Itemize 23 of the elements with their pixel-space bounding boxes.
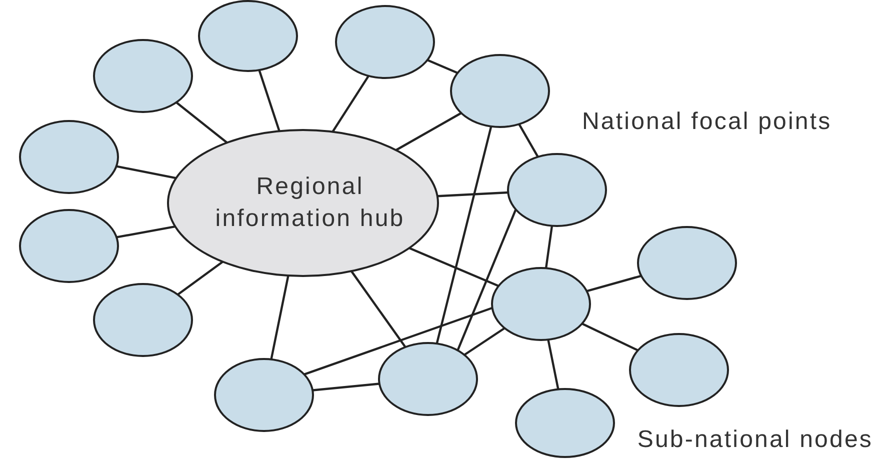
connector-line (304, 306, 492, 376)
connector-line (456, 209, 517, 351)
connector-line (586, 274, 642, 292)
connector-line (177, 260, 224, 296)
connector-line (427, 59, 458, 74)
connector-line (582, 322, 638, 352)
group-label: National focal points (582, 108, 832, 136)
connector-line (408, 247, 499, 287)
connector-line (312, 382, 380, 392)
connector-line (464, 327, 506, 356)
connector-line (116, 165, 176, 180)
connector-line (396, 112, 462, 151)
connector-line (176, 102, 228, 144)
hub-label: Regional information hub (214, 172, 406, 234)
connector-line (438, 191, 508, 198)
connector-line (547, 340, 560, 390)
group-label: Sub-national nodes (637, 426, 873, 454)
connector-line (350, 270, 406, 348)
connector-line (258, 70, 280, 132)
connector-line (116, 225, 176, 238)
connector-line (544, 226, 554, 268)
connector-line (436, 126, 492, 344)
connector-line (270, 276, 290, 360)
